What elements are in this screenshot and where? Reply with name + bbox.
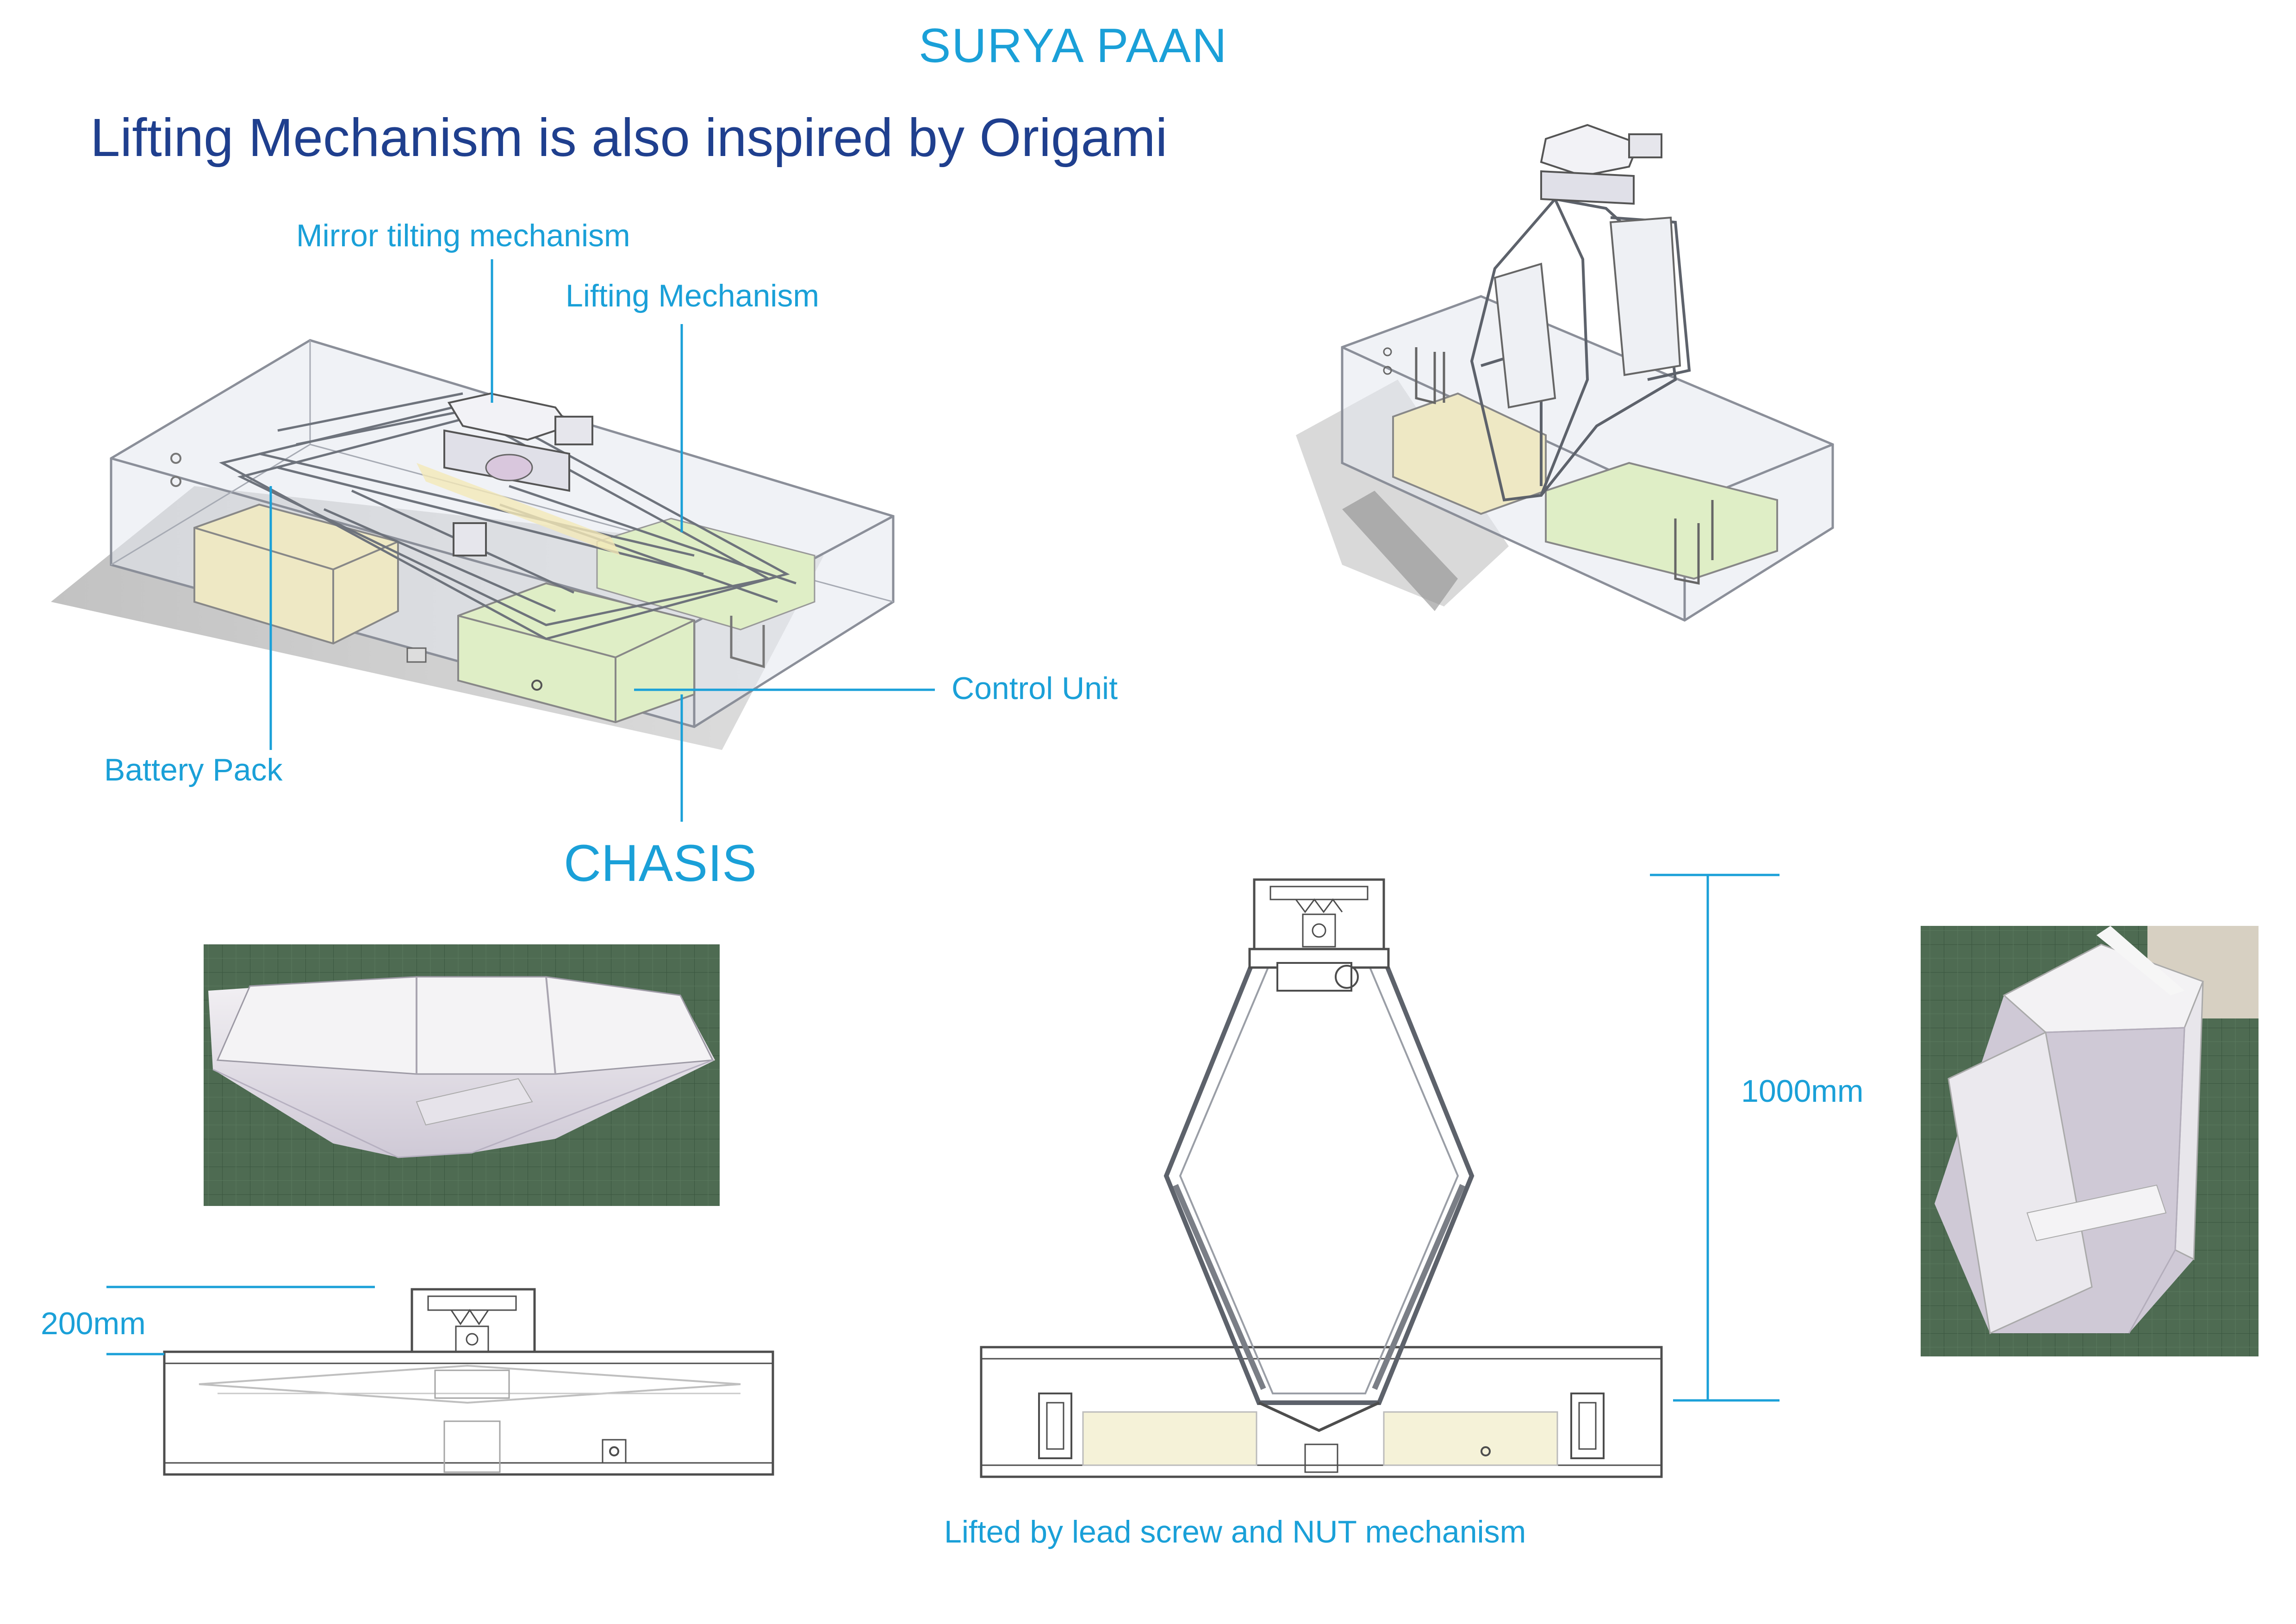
control-unit xyxy=(457,582,695,724)
chassis-render-collapsed xyxy=(51,339,895,750)
raised-mirror-unit xyxy=(1540,124,1640,177)
label-control-unit: Control Unit xyxy=(952,671,1118,706)
side-view-collapsed xyxy=(163,1288,774,1476)
origami-photo-collapsed xyxy=(204,944,720,1206)
dimension-lines-collapsed xyxy=(106,1286,375,1355)
label-chasis: CHASIS xyxy=(564,834,757,892)
label-mirror-tilting: Mirror tilting mechanism xyxy=(296,218,630,253)
label-battery-pack: Battery Pack xyxy=(104,752,283,787)
dimension-200mm: 200mm xyxy=(41,1306,146,1341)
side-view-raised xyxy=(980,878,1663,1478)
callout-leaders xyxy=(269,259,935,822)
battery-pack xyxy=(193,503,399,645)
dimension-1000mm: 1000mm xyxy=(1741,1074,1864,1109)
brand-title: SURYA PAAN xyxy=(919,19,1228,73)
chassis-render-raised xyxy=(1296,124,1834,622)
page-headline: Lifting Mechanism is also inspired by Or… xyxy=(90,107,1168,168)
origami-photo-raised xyxy=(1921,926,2259,1356)
caption-lead-screw: Lifted by lead screw and NUT mechanism xyxy=(944,1514,1526,1549)
label-lifting-mechanism: Lifting Mechanism xyxy=(566,278,820,313)
dimension-lines-raised xyxy=(1650,874,1780,1402)
